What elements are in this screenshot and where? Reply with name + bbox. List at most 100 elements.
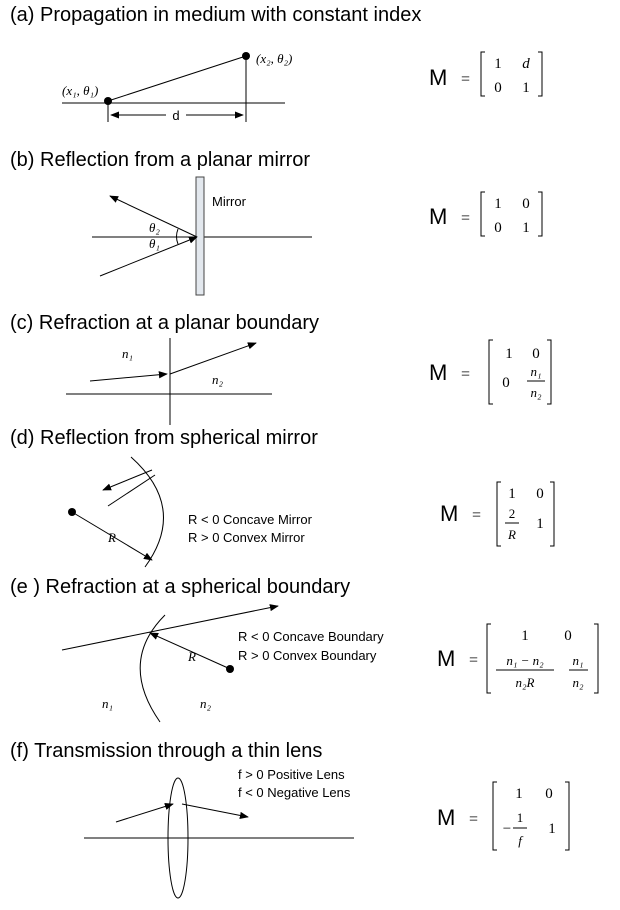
left-bracket (496, 481, 501, 547)
matrix-a: M = 1 d 0 1 (429, 51, 543, 97)
equals-sign: = (461, 366, 470, 383)
panel-f-diagram (84, 777, 354, 899)
panel-b-diagram (92, 176, 312, 296)
center-of-curvature (226, 665, 234, 673)
equals-sign: = (461, 71, 470, 88)
left-bracket (480, 51, 485, 97)
m22-denominator: n₂ (572, 675, 584, 690)
point-2-label: (x₂, θ₂) (256, 51, 292, 66)
incident-ray (102, 469, 153, 491)
refracted-ray (169, 342, 257, 375)
m22-numerator: n₁ (530, 364, 541, 379)
reflected-ray (109, 195, 198, 238)
m11: 1 (508, 486, 516, 502)
spherical-boundary (139, 614, 166, 723)
right-bracket (594, 623, 599, 694)
positive-lens-label: f > 0 Positive Lens (238, 767, 345, 782)
m21: 0 (494, 80, 502, 96)
panel-c-title: (c) Refraction at a planar boundary (10, 312, 320, 334)
equals-sign: = (461, 210, 470, 227)
panel-f-title: (f) Transmission through a thin lens (10, 740, 323, 762)
radius-line (71, 511, 153, 561)
matrix-symbol: M (437, 805, 455, 830)
thin-lens (167, 777, 189, 899)
angle-arc (176, 228, 179, 245)
m12: 0 (536, 486, 544, 502)
panel-a-title: (a) Propagation in medium with constant … (10, 4, 422, 26)
right-bracket (565, 781, 570, 851)
m11: 1 (521, 628, 529, 644)
left-bracket (488, 339, 493, 405)
m12: d (522, 56, 530, 72)
ray (107, 55, 247, 102)
distance-label: d (172, 108, 179, 123)
n1-label: n₁ (102, 696, 113, 711)
convex-label: R > 0 Convex Mirror (188, 530, 305, 545)
m12: 0 (532, 346, 540, 362)
incident-ray (89, 371, 168, 382)
matrix-d: M = 1 0 2 R 1 (440, 481, 555, 547)
m21-numerator: 1 (517, 810, 524, 825)
n1-label: n₁ (122, 346, 133, 361)
mirror-label: Mirror (212, 194, 247, 209)
panel-d-diagram (71, 456, 164, 568)
concave-label: R < 0 Concave Mirror (188, 512, 313, 527)
radius-label: R (187, 649, 196, 664)
n2-label: n₂ (212, 372, 224, 387)
matrix-b: M = 1 0 0 1 (429, 191, 543, 237)
m21-numerator: 2 (509, 506, 516, 521)
panel-a-diagram (62, 55, 285, 122)
right-bracket (538, 191, 543, 237)
m11: 1 (505, 346, 513, 362)
equals-sign: = (469, 652, 478, 669)
m12: 0 (522, 196, 530, 212)
m22-numerator: n₁ (572, 653, 583, 668)
ray (61, 604, 279, 651)
m22: 1 (548, 821, 556, 837)
right-bracket (538, 51, 543, 97)
equals-sign: = (472, 507, 481, 524)
theta-2-label: θ₂ (149, 220, 160, 235)
radius-line (149, 632, 229, 669)
matrix-e: M = 1 0 n₁ − n₂ n₂R n₁ n₂ (437, 623, 599, 694)
panel-d-title: (d) Reflection from spherical mirror (10, 427, 318, 449)
m21-numerator: n₁ − n₂ (506, 653, 544, 668)
m11: 1 (515, 786, 523, 802)
panel-c-diagram (66, 338, 272, 425)
point-2 (242, 52, 250, 60)
m12: 0 (545, 786, 553, 802)
point-1-label: (x₁, θ₁) (62, 83, 98, 98)
theta-1-label: θ₁ (149, 236, 160, 251)
m11: 1 (494, 196, 502, 212)
reflected-ray (107, 474, 156, 507)
m22: 1 (536, 516, 544, 532)
m21-denominator: f (518, 833, 524, 848)
incident-ray (115, 803, 174, 823)
matrix-symbol: M (437, 646, 455, 671)
negative-lens-label: f < 0 Negative Lens (238, 785, 351, 800)
right-bracket (547, 339, 552, 405)
m22-denominator: n₂ (530, 385, 542, 400)
m22: 1 (522, 80, 530, 96)
radius-label: R (107, 530, 116, 545)
m12: 0 (564, 628, 572, 644)
convex-label: R > 0 Convex Boundary (238, 648, 377, 663)
panel-e-title: (e ) Refraction at a spherical boundary (10, 576, 351, 598)
panel-b-title: (b) Reflection from a planar mirror (10, 149, 311, 171)
m21: 0 (494, 220, 502, 236)
m21: 0 (502, 375, 510, 391)
matrix-f: M = 1 0 − 1 f 1 (437, 781, 570, 851)
center-of-curvature (68, 508, 76, 516)
m21-denominator: R (507, 527, 516, 542)
point-1 (104, 97, 112, 105)
m21-denominator: n₂R (516, 675, 535, 690)
equals-sign: = (469, 811, 478, 828)
m22: 1 (522, 220, 530, 236)
matrix-symbol: M (429, 65, 447, 90)
n2-label: n₂ (200, 696, 212, 711)
m21-sign: − (503, 821, 511, 837)
m11: 1 (494, 56, 502, 72)
matrix-c: M = 1 0 0 n₁ n₂ (429, 339, 552, 405)
left-bracket (492, 781, 497, 851)
